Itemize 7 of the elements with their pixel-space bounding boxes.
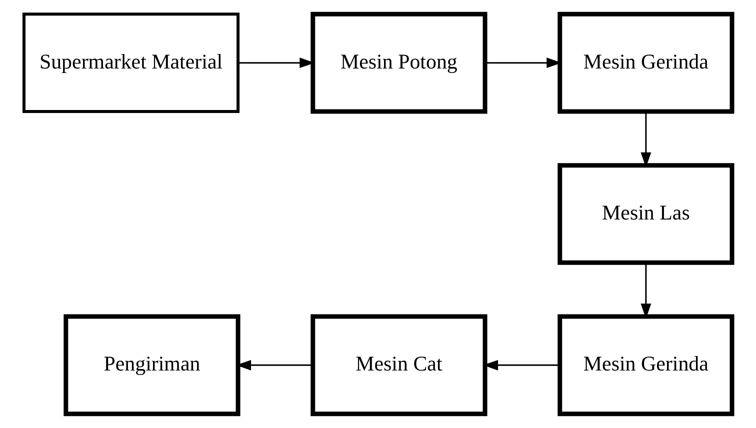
node-box: Mesin Potong: [310, 12, 488, 114]
node-box: Supermarket Material: [22, 12, 240, 113]
node-box: Mesin Gerinda: [558, 12, 734, 114]
node-box: Mesin Cat: [310, 314, 488, 416]
node-box: Mesin Las: [558, 163, 734, 265]
node-box: Pengiriman: [64, 314, 240, 416]
node-box: Mesin Gerinda: [558, 314, 734, 416]
